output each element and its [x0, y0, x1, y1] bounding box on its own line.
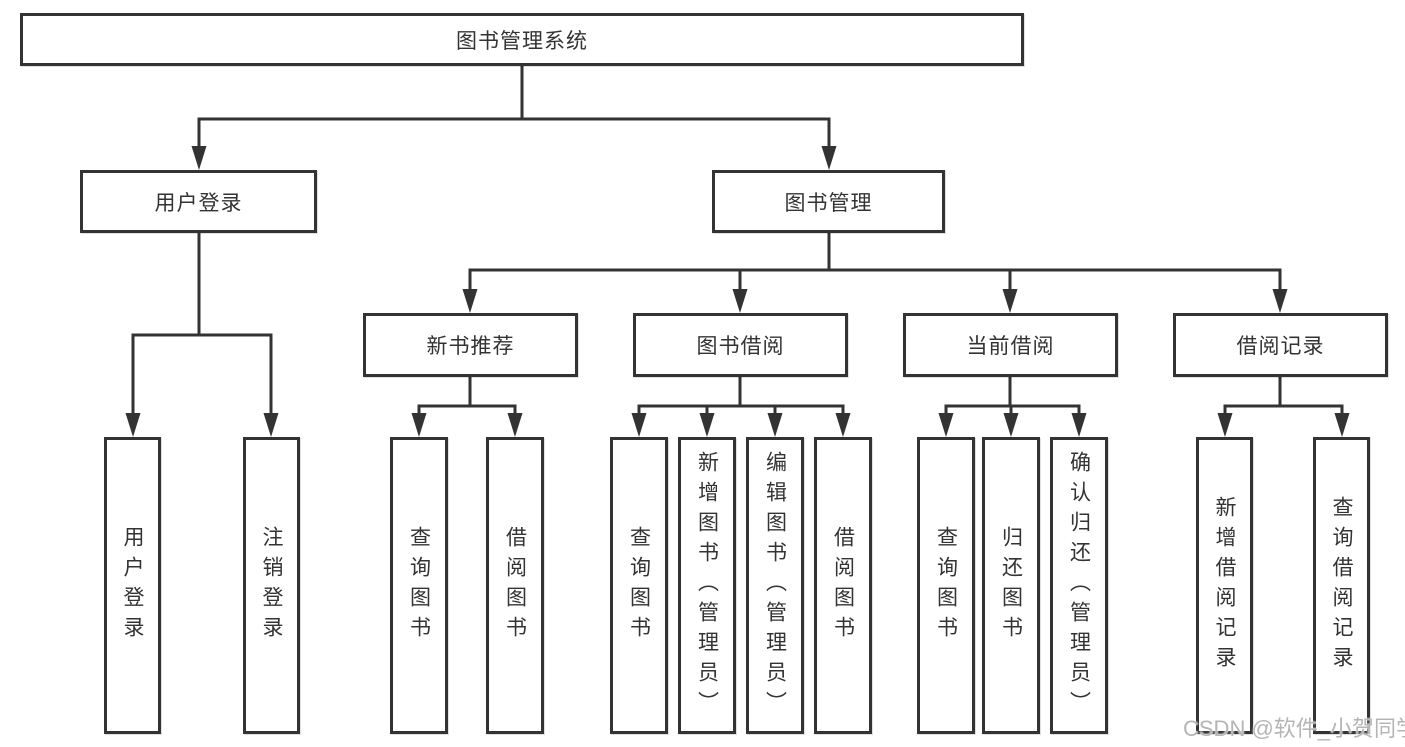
node-nbr-borrow-book-label: 借阅图书	[503, 525, 527, 646]
node-new-book-recommend: 新书推荐	[363, 313, 578, 377]
node-book-borrow-label: 图书借阅	[696, 335, 785, 358]
node-user-login-child-login: 用户登录	[104, 437, 161, 734]
connector-user-login-children	[125, 233, 279, 437]
node-cb-return-book-label: 归还图书	[999, 525, 1023, 646]
node-cb-confirm-return: 确认归还（管理员）	[1050, 437, 1108, 734]
node-book-mgmt-label: 图书管理	[784, 191, 873, 215]
connector-book-mgmt-sections	[462, 233, 1288, 313]
node-nbr-borrow-book: 借阅图书	[486, 437, 544, 734]
node-bb-query-book-label: 查询图书	[627, 525, 651, 646]
node-book-mgmt: 图书管理	[712, 170, 945, 233]
node-cb-return-book: 归还图书	[982, 437, 1040, 734]
node-br-query-record: 查询借阅记录	[1313, 437, 1370, 734]
node-bb-query-book: 查询图书	[610, 437, 668, 734]
node-nbr-query-book-label: 查询图书	[407, 525, 431, 646]
node-user-login-child-login-label: 用户登录	[121, 525, 144, 646]
node-user-login-child-logout: 注销登录	[243, 437, 300, 734]
node-root: 图书管理系统	[20, 13, 1024, 66]
node-bb-add-book: 新增图书（管理员）	[678, 437, 736, 734]
node-root-label: 图书管理系统	[456, 29, 588, 53]
node-user-login-child-logout-label: 注销登录	[260, 525, 283, 646]
node-br-add-record-label: 新增借阅记录	[1213, 495, 1236, 676]
node-borrow-records-label: 借阅记录	[1236, 335, 1325, 358]
connector-new-book-recommend-children	[411, 377, 523, 437]
node-bb-borrow-book-label: 借阅图书	[831, 525, 855, 646]
node-cb-confirm-return-label: 确认归还（管理员）	[1067, 450, 1091, 721]
node-user-login-label: 用户登录	[154, 191, 243, 215]
connector-root-to-level2	[191, 66, 837, 170]
node-nbr-query-book: 查询图书	[390, 437, 448, 734]
node-current-borrow: 当前借阅	[903, 313, 1118, 377]
csdn-watermark: CSDN @软件_小贺同学	[1183, 716, 1405, 741]
node-bb-edit-book-label: 编辑图书（管理员）	[763, 450, 787, 721]
node-bb-add-book-label: 新增图书（管理员）	[695, 450, 719, 721]
node-bb-edit-book: 编辑图书（管理员）	[746, 437, 804, 734]
connector-book-borrow-children	[631, 377, 851, 437]
node-cb-query-book: 查询图书	[917, 437, 975, 734]
node-user-login: 用户登录	[80, 170, 317, 233]
node-new-book-recommend-label: 新书推荐	[426, 335, 515, 358]
connector-borrow-records-children	[1217, 377, 1350, 437]
node-br-query-record-label: 查询借阅记录	[1330, 495, 1353, 676]
node-bb-borrow-book: 借阅图书	[814, 437, 872, 734]
node-book-borrow: 图书借阅	[633, 313, 848, 377]
node-br-add-record: 新增借阅记录	[1196, 437, 1253, 734]
node-borrow-records: 借阅记录	[1173, 313, 1388, 377]
connector-current-borrow-children	[938, 377, 1087, 437]
node-current-borrow-label: 当前借阅	[966, 335, 1055, 358]
node-cb-query-book-label: 查询图书	[934, 525, 958, 646]
